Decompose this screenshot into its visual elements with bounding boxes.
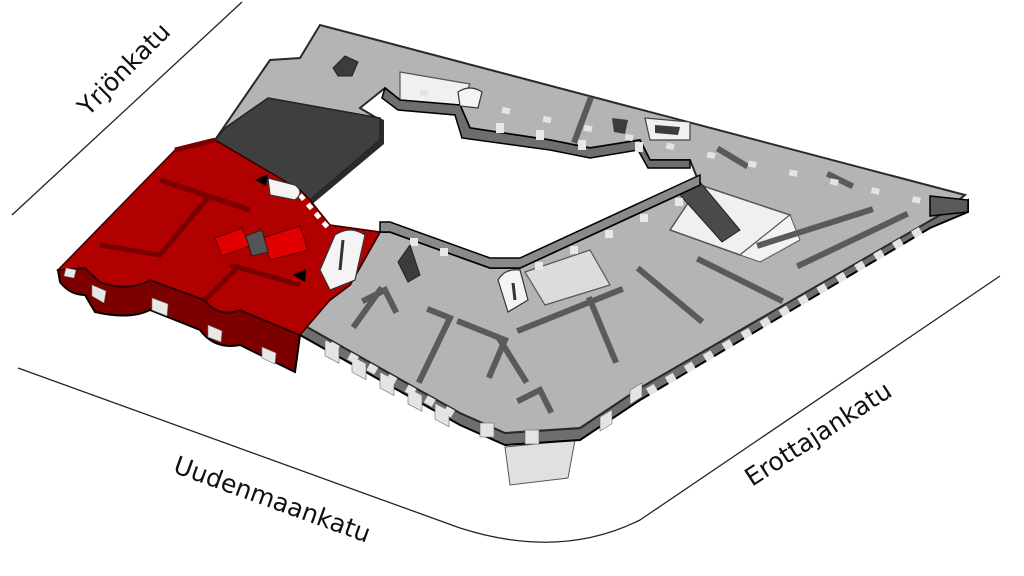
room-light-mid xyxy=(524,249,611,306)
entrance-step xyxy=(504,439,576,486)
courtyard-wall-north xyxy=(381,86,691,169)
roof-block-side xyxy=(310,118,384,206)
window-pattern-facade-right xyxy=(328,224,928,422)
street-label-yrjonkatu: Yrjönkatu xyxy=(71,17,176,122)
entrance-arrow-top xyxy=(255,174,268,186)
entrance-arrow-bottom xyxy=(293,269,306,282)
street-label-erottajankatu: Erottajankatu xyxy=(739,376,896,492)
street-line-uudenmaankatu xyxy=(17,275,1001,543)
building-tip-east xyxy=(929,195,969,217)
street-label-uudenmaankatu: Uudenmaankatu xyxy=(170,450,375,548)
building xyxy=(56,23,969,447)
window-pattern-courtyard xyxy=(410,123,683,270)
lift-shaft-north xyxy=(457,87,483,109)
red-courtyard-windows xyxy=(298,193,332,232)
red-stair-dark xyxy=(245,229,269,257)
room-dark-top xyxy=(332,55,359,77)
interior-walls xyxy=(350,96,909,415)
room-light-right-2 xyxy=(738,214,801,263)
courtyard-wall xyxy=(379,173,701,269)
stair-dark-courtyard xyxy=(397,243,421,283)
highlighted-section xyxy=(56,137,382,374)
room-dark-small xyxy=(612,118,628,134)
street-lines xyxy=(11,1,1001,543)
stair-dark-top-right xyxy=(655,125,680,135)
red-interior-walls xyxy=(99,137,301,302)
window-pattern-facade xyxy=(324,339,643,445)
lift-shaft-red-top xyxy=(267,177,301,201)
street-line-yrjonkatu xyxy=(11,1,243,216)
red-facade-windows xyxy=(63,267,277,365)
lift-shafts xyxy=(255,87,529,313)
window-pattern-top xyxy=(419,89,941,208)
